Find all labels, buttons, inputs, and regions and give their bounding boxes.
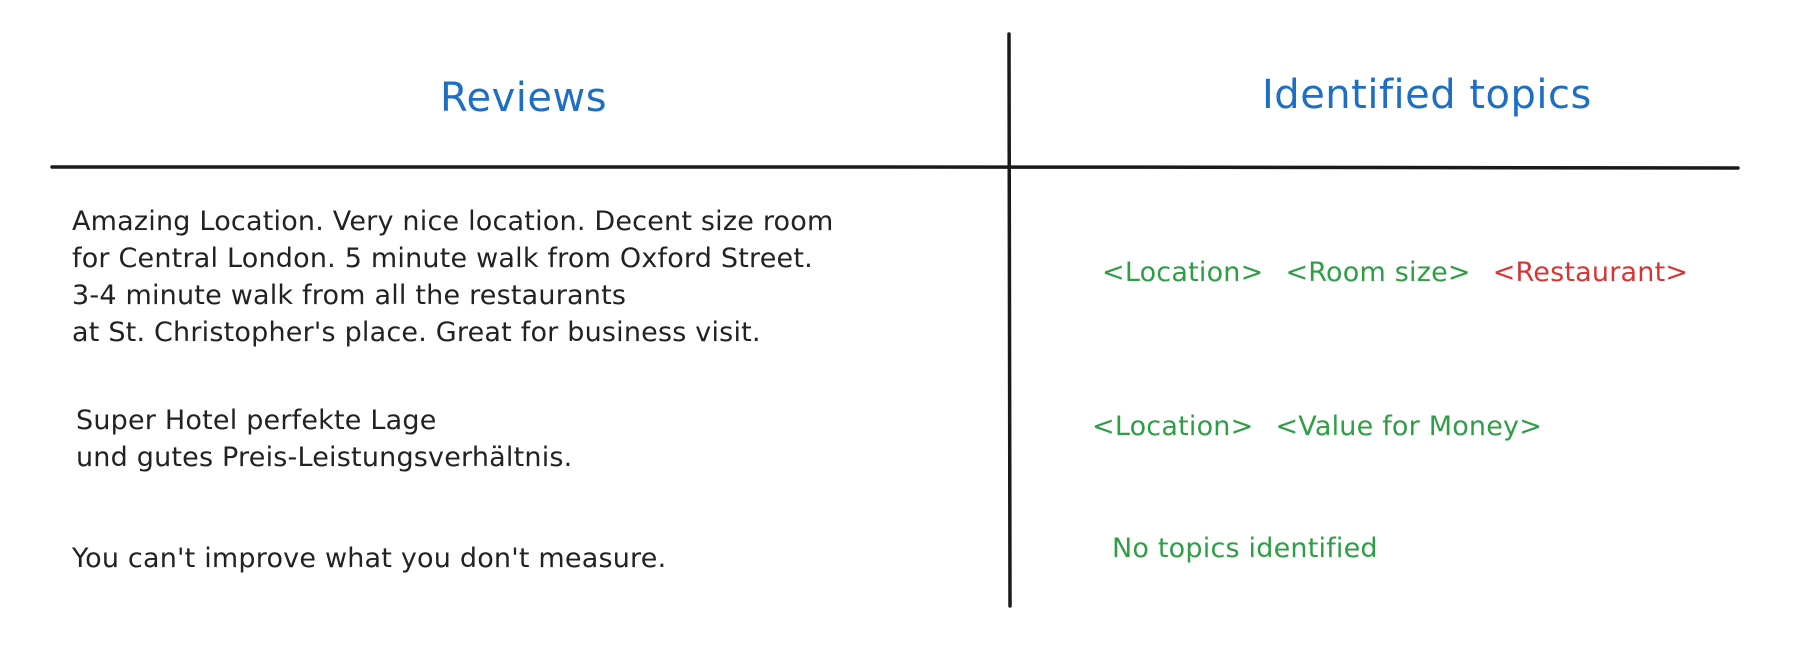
no-topics-label: No topics identified — [1112, 533, 1378, 564]
topics-header: Identified topics — [1262, 72, 1592, 118]
review-line: 3-4 minute walk from all the restaurants — [72, 280, 627, 311]
topic-tag-location: <Location> — [1092, 411, 1254, 442]
horizontal-divider — [50, 165, 1740, 170]
topics-cell-2: <Location> <Value for Money> — [1092, 411, 1564, 442]
topics-cell-1: <Location> <Room size> <Restaurant> — [1102, 257, 1710, 288]
review-line: Amazing Location. Very nice location. De… — [72, 206, 834, 237]
review-cell-2: Super Hotel perfekte Lage und gutes Prei… — [76, 402, 572, 476]
review-line: at St. Christopher's place. Great for bu… — [72, 317, 761, 348]
vertical-divider — [1007, 32, 1012, 608]
review-line: und gutes Preis-Leistungsverhältnis. — [76, 442, 573, 473]
review-cell-3: You can't improve what you don't measure… — [72, 540, 666, 577]
review-line: Super Hotel perfekte Lage — [76, 405, 437, 436]
reviews-header: Reviews — [440, 75, 608, 121]
topic-tag-restaurant: <Restaurant> — [1492, 257, 1689, 288]
topic-tag-location: <Location> — [1102, 257, 1264, 288]
review-cell-1: Amazing Location. Very nice location. De… — [72, 203, 834, 351]
topic-tag-value-for-money: <Value for Money> — [1275, 411, 1543, 442]
topics-cell-3: No topics identified — [1112, 533, 1400, 564]
topic-tag-room-size: <Room size> — [1285, 257, 1471, 288]
review-line: for Central London. 5 minute walk from O… — [72, 243, 813, 274]
review-line: You can't improve what you don't measure… — [72, 543, 667, 574]
